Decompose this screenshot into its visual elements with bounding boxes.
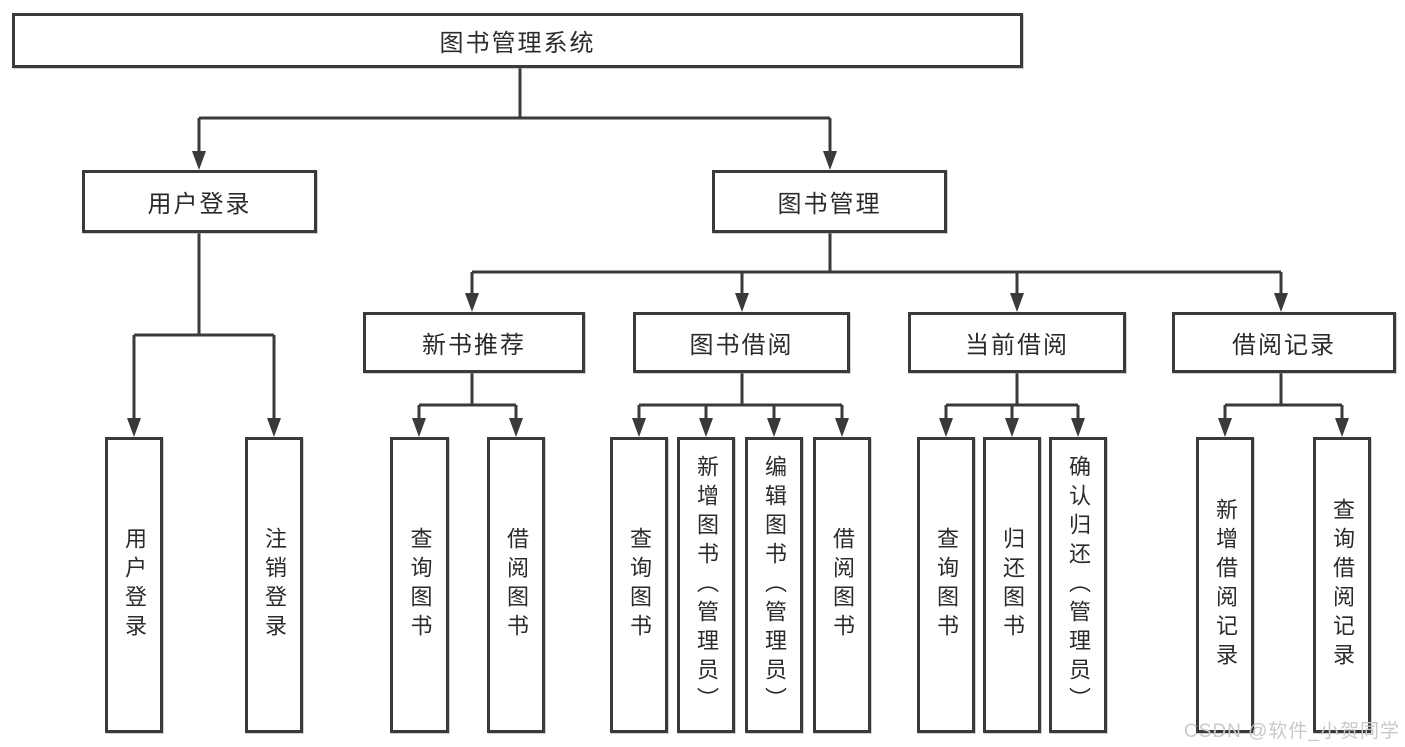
node-book-management: 图书管理: [712, 170, 947, 233]
connector-lines: [132, 68, 1344, 420]
leaf-current-confirm-return-admin: 确认归还（管理员）: [1049, 437, 1107, 733]
leaf-user-login: 用户登录: [105, 437, 163, 733]
csdn-watermark: CSDN @软件_小贺同学: [1184, 721, 1400, 742]
node-new-book-recommend: 新书推荐: [363, 312, 585, 373]
leaf-record-add-borrow-record: 新增借阅记录: [1196, 437, 1254, 733]
leaf-borrow-edit-books-admin: 编辑图书（管理员）: [745, 437, 803, 733]
leaf-borrow-query-books: 查询图书: [610, 437, 668, 733]
leaf-borrow-borrow-books: 借阅图书: [813, 437, 871, 733]
node-user-login: 用户登录: [82, 170, 317, 233]
leaf-newbook-query-books: 查询图书: [390, 437, 449, 733]
leaf-current-return-books: 归还图书: [983, 437, 1041, 733]
leaf-current-query-books: 查询图书: [917, 437, 975, 733]
node-current-borrow: 当前借阅: [908, 312, 1126, 373]
arrowheads: [127, 151, 1349, 437]
leaf-user-logout: 注销登录: [245, 437, 303, 733]
leaf-record-query-borrow-record: 查询借阅记录: [1313, 437, 1371, 733]
node-root-library-system: 图书管理系统: [12, 13, 1023, 68]
node-borrow-record: 借阅记录: [1172, 312, 1396, 373]
leaf-borrow-add-books-admin: 新增图书（管理员）: [677, 437, 735, 733]
node-book-borrow: 图书借阅: [633, 312, 850, 373]
leaf-newbook-borrow-books: 借阅图书: [487, 437, 545, 733]
